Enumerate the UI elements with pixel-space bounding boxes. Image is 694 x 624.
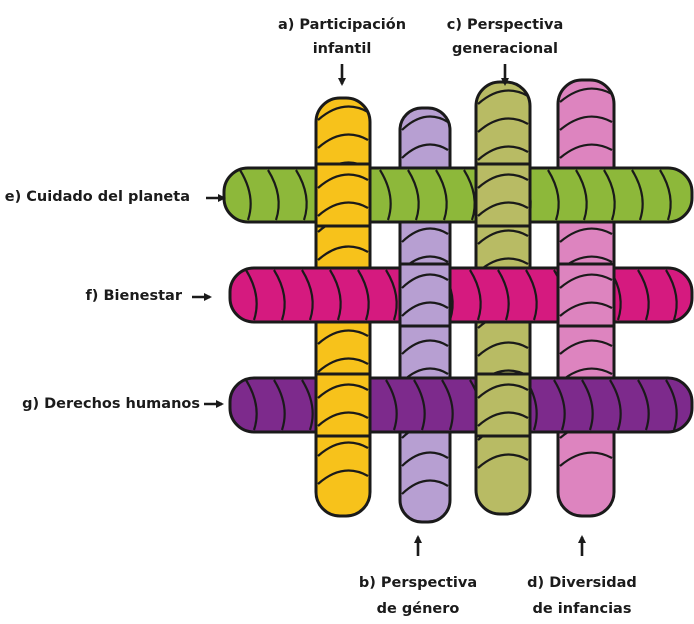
label-bienestar: f) Bienestar xyxy=(86,287,183,305)
rope-derechos-humanos xyxy=(230,378,692,432)
label-participacion-line2: infantil xyxy=(313,40,372,58)
label-diversidad-line1: d) Diversidad xyxy=(527,574,637,592)
label-genero-line2: de género xyxy=(377,600,460,618)
label-participacion-line1: a) Participación xyxy=(278,16,406,34)
rope-cuidado-planeta xyxy=(224,168,692,222)
label-derechos-humanos: g) Derechos humanos xyxy=(22,395,200,413)
label-diversidad-line2: de infancias xyxy=(533,600,632,618)
label-generacional-line1: c) Perspectiva xyxy=(447,16,563,34)
rope-bienestar xyxy=(230,268,692,322)
label-cuidado-planeta: e) Cuidado del planeta xyxy=(5,188,190,206)
label-generacional-line2: generacional xyxy=(452,40,558,58)
label-genero-line1: b) Perspectiva xyxy=(359,574,477,592)
